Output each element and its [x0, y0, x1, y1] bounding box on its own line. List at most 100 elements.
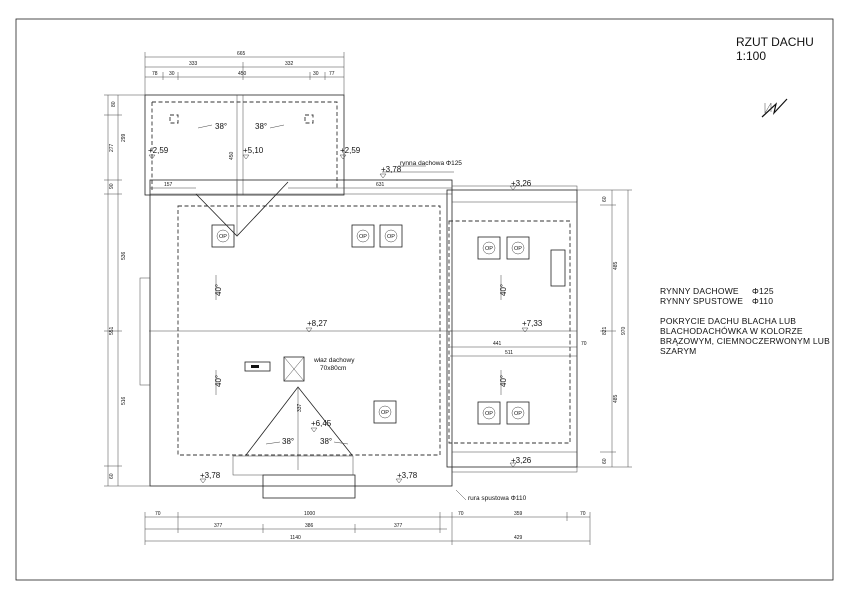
slope-angle: 38° — [197, 122, 227, 131]
dim-top-1: 78 — [152, 71, 158, 77]
covering-line-4: SZARYM — [660, 346, 696, 356]
gutters-label: RYNNY DACHOWE — [660, 286, 739, 296]
slope-angle: 38° — [320, 437, 349, 446]
dimension-lines — [104, 52, 632, 545]
level-mark: +3,26 — [509, 456, 532, 468]
downpipe-leader: rura spustowa Φ110 — [455, 489, 527, 502]
level-mark: +3,78 — [379, 165, 402, 179]
roof-outline — [139, 94, 578, 499]
dim-top-right: 332 — [285, 61, 294, 67]
slope-angle: 40° — [214, 275, 223, 300]
dim-left-7: 516 — [121, 396, 127, 405]
svg-text:+7,33: +7,33 — [522, 319, 543, 328]
dim-left-6: 551 — [109, 326, 115, 335]
downpipes-value: Φ110 — [752, 296, 773, 306]
dim-left-5: 536 — [121, 251, 127, 260]
svg-text:40°: 40° — [214, 284, 223, 296]
dim-right-4: 970 — [621, 326, 627, 335]
dim-right-3: 821 — [602, 326, 608, 335]
dim-bottom-8: 377 — [394, 523, 403, 529]
level-mark: +3,78 — [395, 471, 418, 484]
svg-text:38°: 38° — [320, 437, 332, 446]
dim-right-6: 60 — [602, 458, 608, 464]
dim-bottom-1: 70 — [155, 511, 161, 517]
svg-text:38°: 38° — [255, 122, 267, 131]
dim-bottom-4: 359 — [514, 511, 523, 517]
chimney — [550, 249, 566, 287]
op-vent: OP — [373, 400, 397, 424]
svg-text:OP: OP — [514, 411, 522, 417]
dim-bottom-2: 1000 — [304, 511, 315, 517]
svg-text:OP: OP — [485, 411, 493, 417]
dim-inner-157: 157 — [164, 182, 173, 188]
covering-line-1: POKRYCIE DACHU BLACHA LUB — [660, 316, 796, 326]
svg-text:40°: 40° — [499, 375, 508, 387]
dim-right-5: 485 — [613, 394, 619, 403]
level-mark: +7,33 — [521, 319, 543, 333]
slope-angle: 38° — [255, 122, 285, 131]
gutter-label: rynna dachowa Φ125 — [400, 160, 462, 167]
level-mark: +3,78 — [199, 471, 221, 484]
dim-right-2: 485 — [613, 261, 619, 270]
op-vent: OP — [506, 401, 530, 425]
slope-angle: 38° — [265, 437, 294, 446]
svg-text:38°: 38° — [282, 437, 294, 446]
op-vent: OP — [477, 236, 501, 260]
dim-left-2: 299 — [121, 133, 127, 142]
north-arrow-icon — [761, 98, 788, 118]
level-mark: +6,45 — [310, 419, 332, 433]
svg-text:+3,78: +3,78 — [381, 165, 402, 174]
skylight-2 — [304, 114, 314, 124]
covering-line-3: BRĄZOWYM, CIEMNOCZERWONYM LUB — [660, 336, 830, 346]
notes-block: RYNNY DACHOWE Φ125 RYNNY SPUSTOWE Φ110 P… — [660, 286, 830, 356]
level-mark: +3,26 — [509, 179, 532, 191]
skylight-1 — [169, 114, 179, 124]
op-vent: OP — [477, 401, 501, 425]
dim-left-8: 60 — [109, 473, 115, 479]
slope-angle: 40° — [499, 370, 508, 395]
svg-text:OP: OP — [219, 234, 227, 240]
svg-text:40°: 40° — [214, 375, 223, 387]
gutters-value: Φ125 — [752, 286, 774, 296]
dim-right-1: 60 — [602, 196, 608, 202]
op-vent: OP — [506, 236, 530, 260]
svg-text:+3,78: +3,78 — [397, 471, 418, 480]
svg-text:+3,26: +3,26 — [511, 179, 532, 188]
svg-text:OP: OP — [485, 246, 493, 252]
hatch-size: 70x80cm — [320, 365, 346, 372]
dim-top-total: 665 — [237, 51, 246, 57]
svg-text:+8,27: +8,27 — [307, 319, 328, 328]
svg-text:+6,45: +6,45 — [311, 419, 332, 428]
dim-top-2: 30 — [169, 71, 175, 77]
level-mark: +8,27 — [305, 319, 328, 333]
dim-left-4: 90 — [109, 183, 115, 189]
dim-inner-70: 70 — [581, 341, 587, 347]
dim-bottom-7: 386 — [305, 523, 314, 529]
level-mark: +2,59 — [339, 146, 361, 160]
svg-text:+2,59: +2,59 — [148, 146, 169, 155]
svg-text:OP: OP — [359, 234, 367, 240]
drawing-frame — [15, 18, 834, 581]
dim-inner-450: 450 — [229, 151, 235, 160]
covering-line-2: BLACHODACHÓWKA W KOLORZE — [660, 326, 803, 336]
slope-angle: 40° — [499, 275, 508, 300]
svg-text:OP: OP — [387, 234, 395, 240]
dim-top-left: 333 — [189, 61, 198, 67]
level-mark: +2,59 — [148, 146, 169, 160]
dim-top-5: 77 — [329, 71, 335, 77]
svg-text:+2,59: +2,59 — [340, 146, 361, 155]
op-vent: OP — [379, 224, 403, 248]
hatch-label: właz dachowy — [313, 357, 355, 364]
dim-bottom-6: 377 — [214, 523, 223, 529]
svg-text:+5,10: +5,10 — [243, 146, 264, 155]
svg-text:+3,26: +3,26 — [511, 456, 532, 465]
dim-inner-441: 441 — [493, 341, 502, 347]
dim-top-4: 30 — [313, 71, 319, 77]
dim-left-3: 277 — [109, 143, 115, 152]
dim-inner-631: 631 — [376, 182, 385, 188]
dim-bottom-9: 1140 — [290, 535, 301, 541]
dim-bottom-3: 70 — [458, 511, 464, 517]
downpipe-label: rura spustowa Φ110 — [468, 495, 527, 502]
slope-angle: 40° — [214, 370, 223, 395]
